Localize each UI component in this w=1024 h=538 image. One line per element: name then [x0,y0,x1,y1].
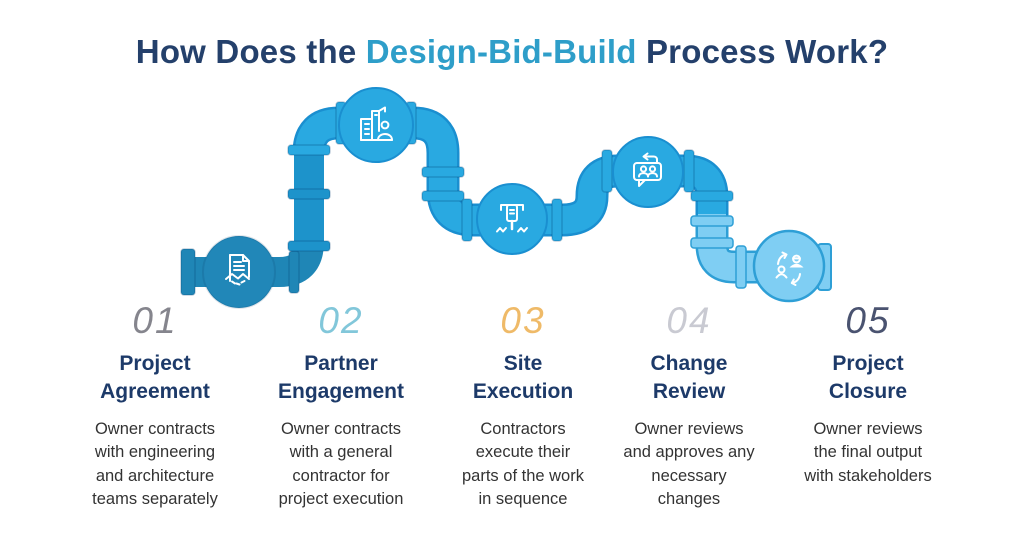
node-partner-engagement [338,87,414,163]
title-suffix: Process Work? [636,33,889,70]
title-prefix: How Does the [135,33,366,70]
step-number: 03 [500,300,546,341]
step-number: 05 [845,300,891,341]
node-project-closure [752,229,826,303]
feedback-review-icon [633,152,662,187]
node-site-execution [476,183,548,255]
step-title: Project Closure [828,351,908,404]
step-change-review: 04 Change Review Owner reviews and appro… [589,300,789,511]
pipe-start-cap [180,248,196,296]
step-description: Owner reviews the final output with stak… [804,420,932,485]
step-title: Partner Engagement [277,351,405,404]
step-description: Owner contracts with engineering and arc… [92,420,218,508]
step-title: Change Review [650,351,728,404]
jackhammer-icon [496,204,528,233]
step-project-closure: 05 Project Closure Owner reviews the fin… [768,300,968,488]
title-highlight: Design-Bid-Build [365,33,637,70]
contract-handshake-icon [225,254,250,286]
step-number: 01 [132,300,178,341]
step-title: Site Execution [472,351,574,404]
node-change-review [612,136,684,208]
building-person-icon [360,106,393,141]
step-project-agreement: 01 Project Agreement Owner contracts wit… [55,300,255,511]
step-description: Owner contracts with a general contracto… [278,420,404,508]
step-partner-engagement: 02 Partner Engagement Owner contracts wi… [241,300,441,511]
node-project-agreement [202,235,276,309]
page-title: How Does the Design-Bid-Build Process Wo… [0,33,1024,71]
step-number: 04 [666,300,712,341]
step-description: Owner reviews and approves any necessary… [623,420,755,508]
step-title: Project Agreement [100,351,210,404]
step-site-execution: 03 Site Execution Contractors execute th… [423,300,623,511]
step-description: Contractors execute their parts of the w… [462,420,584,508]
people-handover-icon [775,251,804,286]
step-number: 02 [318,300,364,341]
